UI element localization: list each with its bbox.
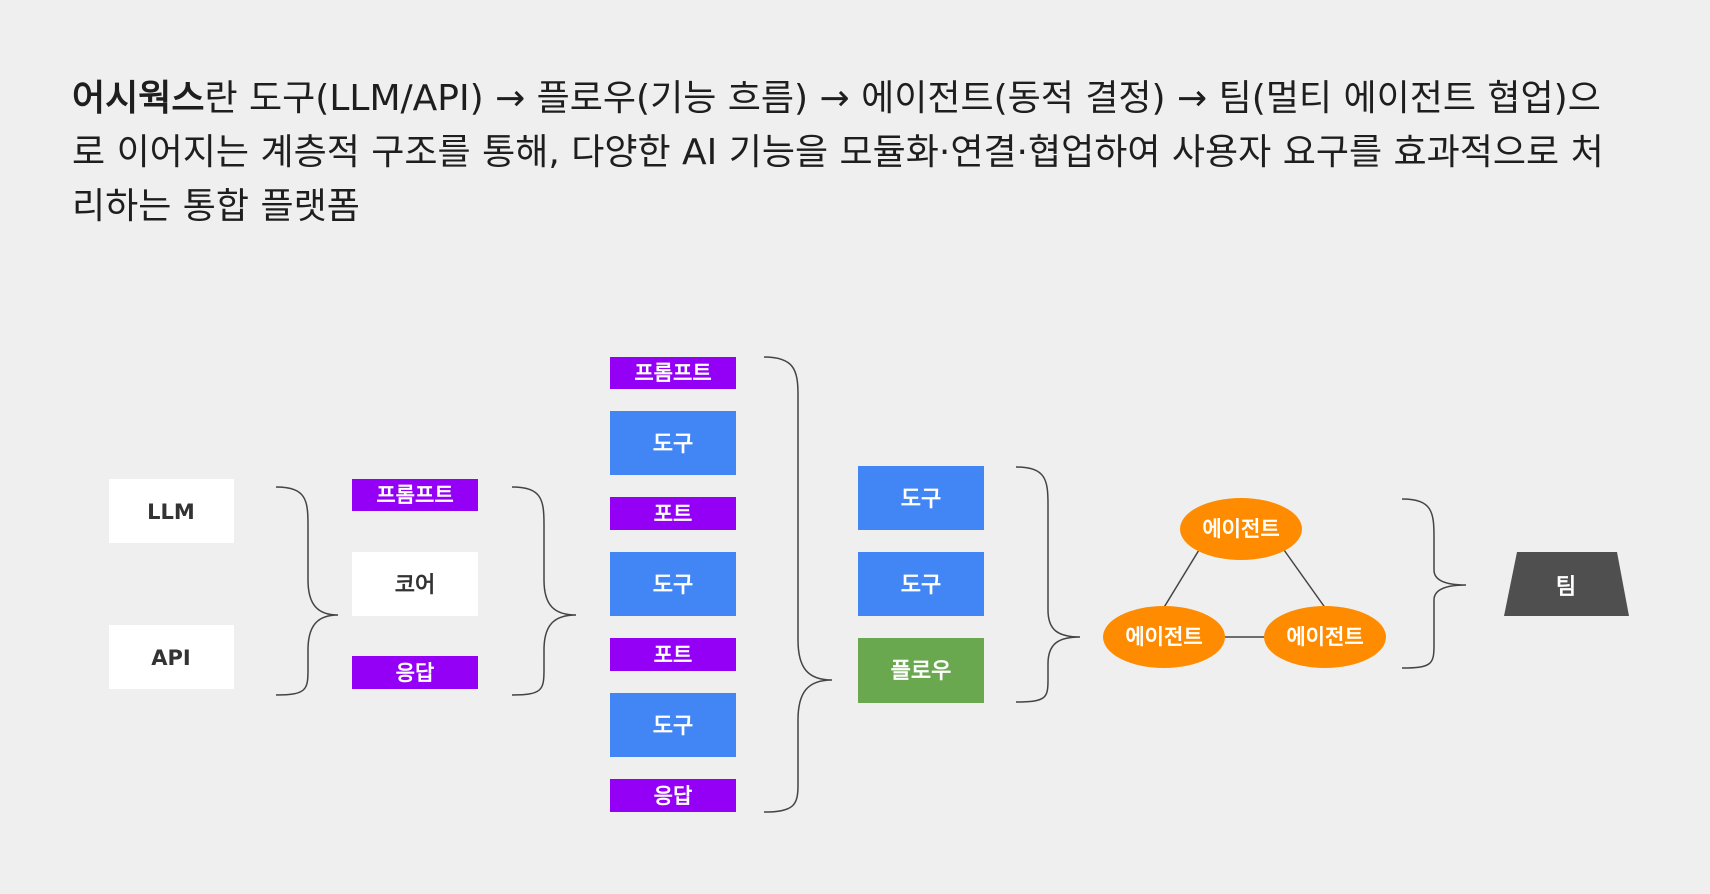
response-bar (352, 656, 478, 689)
agent-tool-box-1 (858, 466, 984, 530)
flow-tool-label-1: 도구 (653, 432, 693, 457)
agent-tool-box-2 (858, 552, 984, 616)
flow-port-label-1: 포트 (654, 502, 693, 526)
team-label: 팀 (1556, 575, 1576, 600)
agent-flow-label: 플로우 (891, 659, 952, 684)
headline-description: 란 도구(LLM/API) → 플로우(기능 흐름) → 에이전트(동적 결정)… (72, 78, 1604, 227)
flow-port-bar-2 (610, 638, 736, 671)
llm-label: LLM (147, 500, 195, 524)
flow-tool-label-2: 도구 (653, 573, 693, 598)
brace-3 (763, 356, 833, 813)
stage-tools-basic: LLM API (109, 479, 234, 689)
brand-name: 어시웍스 (72, 78, 205, 119)
flow-tool-label-3: 도구 (653, 714, 693, 739)
response-label: 응답 (396, 661, 435, 685)
headline: 어시웍스란 도구(LLM/API) → 플로우(기능 흐름) → 에이전트(동적… (72, 72, 1632, 234)
stage-flow-detail: 프롬프트 도구 포트 도구 포트 도구 응답 (610, 357, 736, 812)
prompt-bar (352, 479, 478, 511)
stage-tool-detail: 프롬프트 코어 응답 (352, 479, 478, 689)
flow-tool-box-2 (610, 552, 736, 616)
stage-team: 팀 (1504, 552, 1629, 616)
agent-tool-label-1: 도구 (901, 487, 941, 512)
agent-node-right-label: 에이전트 (1286, 625, 1363, 649)
core-box (352, 552, 478, 616)
agent-node-left (1103, 606, 1225, 668)
agent-flow-box (858, 638, 984, 703)
brace-5 (1401, 498, 1467, 669)
core-label: 코어 (395, 573, 435, 598)
flow-port-bar-1 (610, 497, 736, 530)
agent-node-left-label: 에이전트 (1125, 625, 1202, 649)
api-box (109, 625, 234, 689)
flow-port-label-2: 포트 (654, 643, 693, 667)
llm-box (109, 479, 234, 543)
flow-prompt-bar (610, 357, 736, 389)
stage-team-detail: 에이전트 에이전트 에이전트 (1103, 498, 1386, 668)
agent-node-right (1264, 606, 1386, 668)
flow-prompt-label: 프롬프트 (634, 361, 711, 385)
flow-tool-box-1 (610, 411, 736, 475)
agent-tool-label-2: 도구 (901, 573, 941, 598)
stage-agent-detail: 도구 도구 플로우 (858, 466, 984, 703)
flow-response-bar (610, 779, 736, 812)
brace-1 (275, 486, 339, 696)
agent-link-top-left (1162, 549, 1200, 610)
brace-2 (511, 486, 577, 696)
agent-node-top (1180, 498, 1302, 560)
team-shape (1504, 552, 1629, 616)
flow-response-label: 응답 (654, 784, 693, 808)
agent-link-top-right (1283, 549, 1327, 610)
agent-node-top-label: 에이전트 (1202, 517, 1279, 541)
flow-tool-box-3 (610, 693, 736, 757)
api-label: API (151, 646, 190, 670)
prompt-label: 프롬프트 (376, 483, 453, 507)
brace-4 (1015, 466, 1081, 703)
